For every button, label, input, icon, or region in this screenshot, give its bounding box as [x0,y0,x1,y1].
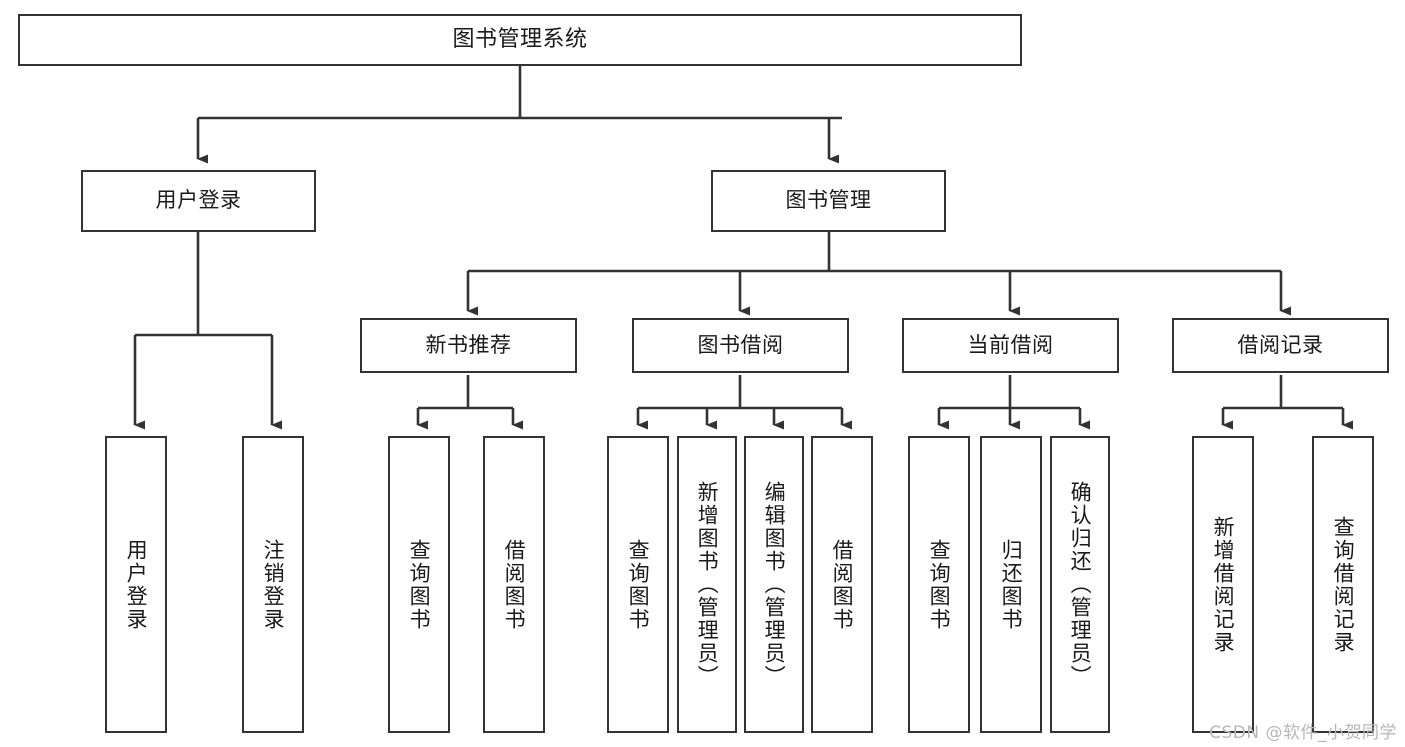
leaf-query-book-3-label: 查询图书 [927,538,952,631]
leaf-edit-book[interactable]: 编辑图书（管理员） [744,436,804,733]
leaf-borrow-book-2[interactable]: 借阅图书 [811,436,873,733]
node-current-borrow[interactable]: 当前借阅 [902,318,1119,373]
leaf-query-book-1[interactable]: 查询图书 [388,436,450,733]
leaf-borrow-book-1-label: 借阅图书 [502,538,527,631]
node-new-book-recommend-label: 新书推荐 [425,332,512,357]
leaf-borrow-book-1[interactable]: 借阅图书 [483,436,545,733]
leaf-add-book[interactable]: 新增图书（管理员） [677,436,737,733]
leaf-query-record-label: 查询借阅记录 [1331,515,1356,654]
node-book-management[interactable]: 图书管理 [711,170,946,232]
node-borrow-record-label: 借阅记录 [1237,332,1324,357]
node-book-management-label: 图书管理 [785,188,872,213]
node-borrow-record[interactable]: 借阅记录 [1172,318,1389,373]
leaf-add-book-label: 新增图书（管理员） [695,481,720,688]
node-book-borrow-label: 图书借阅 [697,332,784,357]
leaf-confirm-return[interactable]: 确认归还（管理员） [1050,436,1110,733]
leaf-confirm-return-label: 确认归还（管理员） [1068,481,1093,688]
leaf-add-record-label: 新增借阅记录 [1211,515,1236,654]
leaf-return-book[interactable]: 归还图书 [980,436,1042,733]
node-new-book-recommend[interactable]: 新书推荐 [360,318,577,373]
leaf-logout-login-label: 注销登录 [261,538,286,631]
node-root-label: 图书管理系统 [452,26,588,52]
leaf-add-record[interactable]: 新增借阅记录 [1192,436,1254,733]
node-user-login-label: 用户登录 [155,188,242,213]
node-current-borrow-label: 当前借阅 [967,332,1054,357]
leaf-edit-book-label: 编辑图书（管理员） [762,481,787,688]
leaf-query-book-2-label: 查询图书 [626,538,651,631]
node-user-login[interactable]: 用户登录 [81,170,316,232]
leaf-user-login-label: 用户登录 [124,538,149,631]
leaf-query-book-1-label: 查询图书 [407,538,432,631]
leaf-query-record[interactable]: 查询借阅记录 [1312,436,1374,733]
leaf-borrow-book-2-label: 借阅图书 [830,538,855,631]
leaf-query-book-2[interactable]: 查询图书 [607,436,669,733]
leaf-query-book-3[interactable]: 查询图书 [908,436,970,733]
watermark-text: CSDN @软件_小贺同学 [1209,723,1397,743]
node-root[interactable]: 图书管理系统 [18,14,1022,66]
leaf-user-login[interactable]: 用户登录 [105,436,167,733]
leaf-logout-login[interactable]: 注销登录 [242,436,304,733]
node-book-borrow[interactable]: 图书借阅 [632,318,849,373]
leaf-return-book-label: 归还图书 [999,538,1024,631]
